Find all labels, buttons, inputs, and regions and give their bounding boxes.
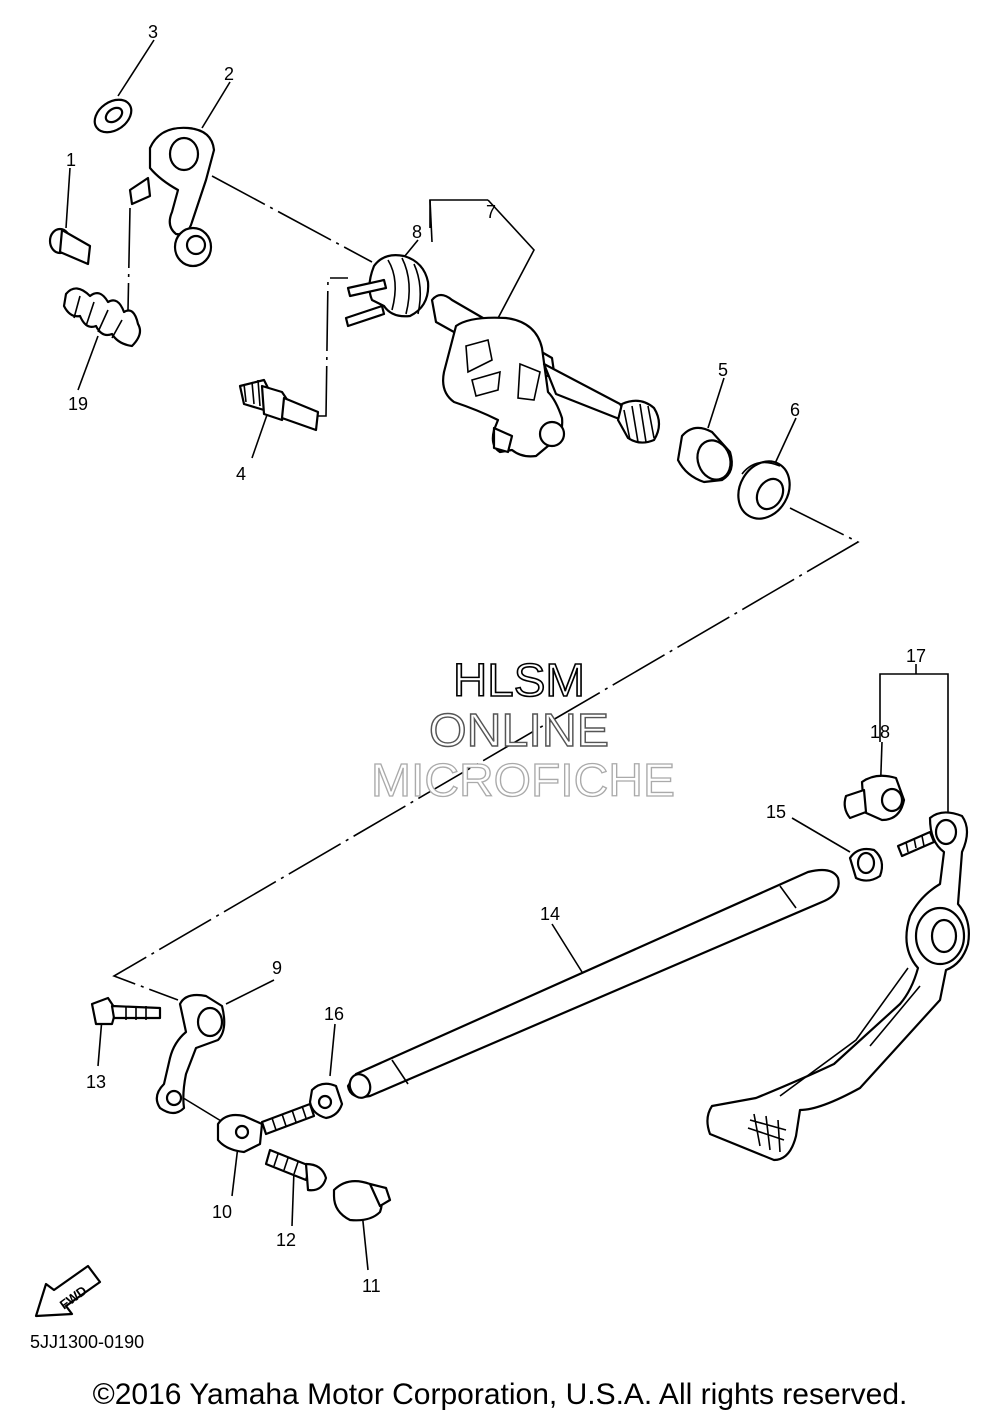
part-label-4: 4 bbox=[236, 464, 246, 484]
collar-part-5[interactable] bbox=[676, 426, 736, 484]
shift-shaft-part-7[interactable] bbox=[430, 293, 661, 458]
part-label-6: 6 bbox=[790, 400, 800, 420]
shift-arm-part-9[interactable] bbox=[155, 993, 226, 1115]
watermark-line-2: ONLINE bbox=[429, 704, 609, 756]
fwd-arrow-icon: FWD bbox=[34, 1264, 102, 1318]
shift-rod-part-14[interactable] bbox=[346, 868, 840, 1101]
part-label-14: 14 bbox=[540, 904, 560, 924]
part-label-16: 16 bbox=[324, 1004, 344, 1024]
watermark-line-3: MICROFICHE bbox=[371, 754, 675, 806]
pin-part-1[interactable] bbox=[48, 227, 92, 266]
copyright-notice: ©2016 Yamaha Motor Corporation, U.S.A. A… bbox=[92, 1378, 908, 1411]
watermark: HLSM ONLINE MICROFICHE bbox=[370, 653, 675, 806]
part-label-19: 19 bbox=[68, 394, 88, 414]
part-label-10: 10 bbox=[212, 1202, 232, 1222]
oil-seal-part-6[interactable] bbox=[728, 452, 800, 528]
part-label-15: 15 bbox=[766, 802, 786, 822]
bolt-part-12[interactable] bbox=[264, 1148, 328, 1192]
part-label-3: 3 bbox=[148, 22, 158, 42]
part-label-17: 17 bbox=[906, 646, 926, 666]
part-label-8: 8 bbox=[412, 222, 422, 242]
washer-part-3[interactable] bbox=[89, 93, 138, 139]
part-label-5: 5 bbox=[718, 360, 728, 380]
stopper-lever-part-2[interactable] bbox=[128, 126, 216, 268]
collar-part-15[interactable] bbox=[848, 847, 884, 882]
joint-part-10[interactable] bbox=[216, 1102, 316, 1154]
nut-part-16[interactable] bbox=[308, 1082, 344, 1120]
bolt-part-13[interactable] bbox=[90, 996, 162, 1026]
part-label-12: 12 bbox=[276, 1230, 296, 1250]
part-label-11: 11 bbox=[362, 1276, 381, 1296]
diagram-code: 5JJ1300-0190 bbox=[30, 1332, 145, 1352]
assembly-dashed-lines bbox=[112, 175, 860, 1125]
spring-part-19[interactable] bbox=[62, 287, 142, 348]
watermark-line-1: HLSM bbox=[453, 654, 585, 706]
leader-lines bbox=[65, 39, 949, 1271]
bolt-part-4[interactable] bbox=[238, 378, 320, 432]
part-label-13: 13 bbox=[86, 1072, 106, 1092]
joint-part-18[interactable] bbox=[843, 774, 906, 822]
part-label-2: 2 bbox=[224, 64, 234, 84]
part-label-18: 18 bbox=[870, 722, 890, 742]
shift-pedal-part-17[interactable] bbox=[706, 811, 970, 1162]
torsion-spring-part-8[interactable] bbox=[344, 254, 430, 328]
part-label-7: 7 bbox=[486, 202, 496, 222]
part-label-1: 1 bbox=[66, 150, 76, 170]
part-label-9: 9 bbox=[272, 958, 282, 978]
cover-part-11[interactable] bbox=[332, 1179, 392, 1222]
part-number-labels: 3 2 1 19 8 7 4 5 6 17 18 15 14 9 16 13 1… bbox=[66, 22, 926, 1296]
